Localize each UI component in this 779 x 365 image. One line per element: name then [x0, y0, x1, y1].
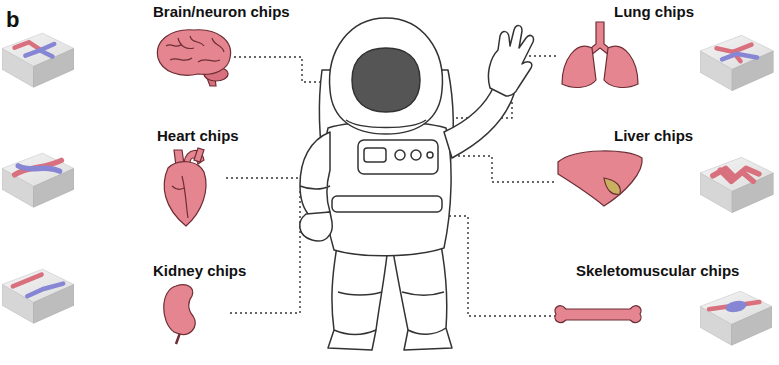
chip-block: [2, 33, 74, 87]
heart-icon: [164, 148, 206, 226]
organ-label: Lung chips: [614, 4, 694, 21]
panel-letter: b: [6, 8, 19, 32]
lung-icon: [562, 22, 638, 87]
chip-block: [700, 157, 774, 212]
organ-label: Kidney chips: [153, 263, 246, 280]
astronaut-figure: [300, 18, 534, 350]
chip-block: [700, 291, 772, 345]
bone-icon: [555, 306, 641, 323]
brain-icon: [157, 30, 230, 86]
chip-block: [700, 35, 774, 90]
kidney-icon: [164, 285, 196, 344]
chip-block: [2, 153, 74, 207]
organ-label: Liver chips: [614, 128, 693, 145]
liver-icon: [558, 151, 642, 206]
organ-label: Brain/neuron chips: [153, 4, 290, 21]
organ-label: Heart chips: [157, 128, 239, 145]
organ-label: Skeletomuscular chips: [576, 263, 739, 280]
chip-block: [2, 269, 74, 323]
helmet-visor: [352, 48, 420, 112]
